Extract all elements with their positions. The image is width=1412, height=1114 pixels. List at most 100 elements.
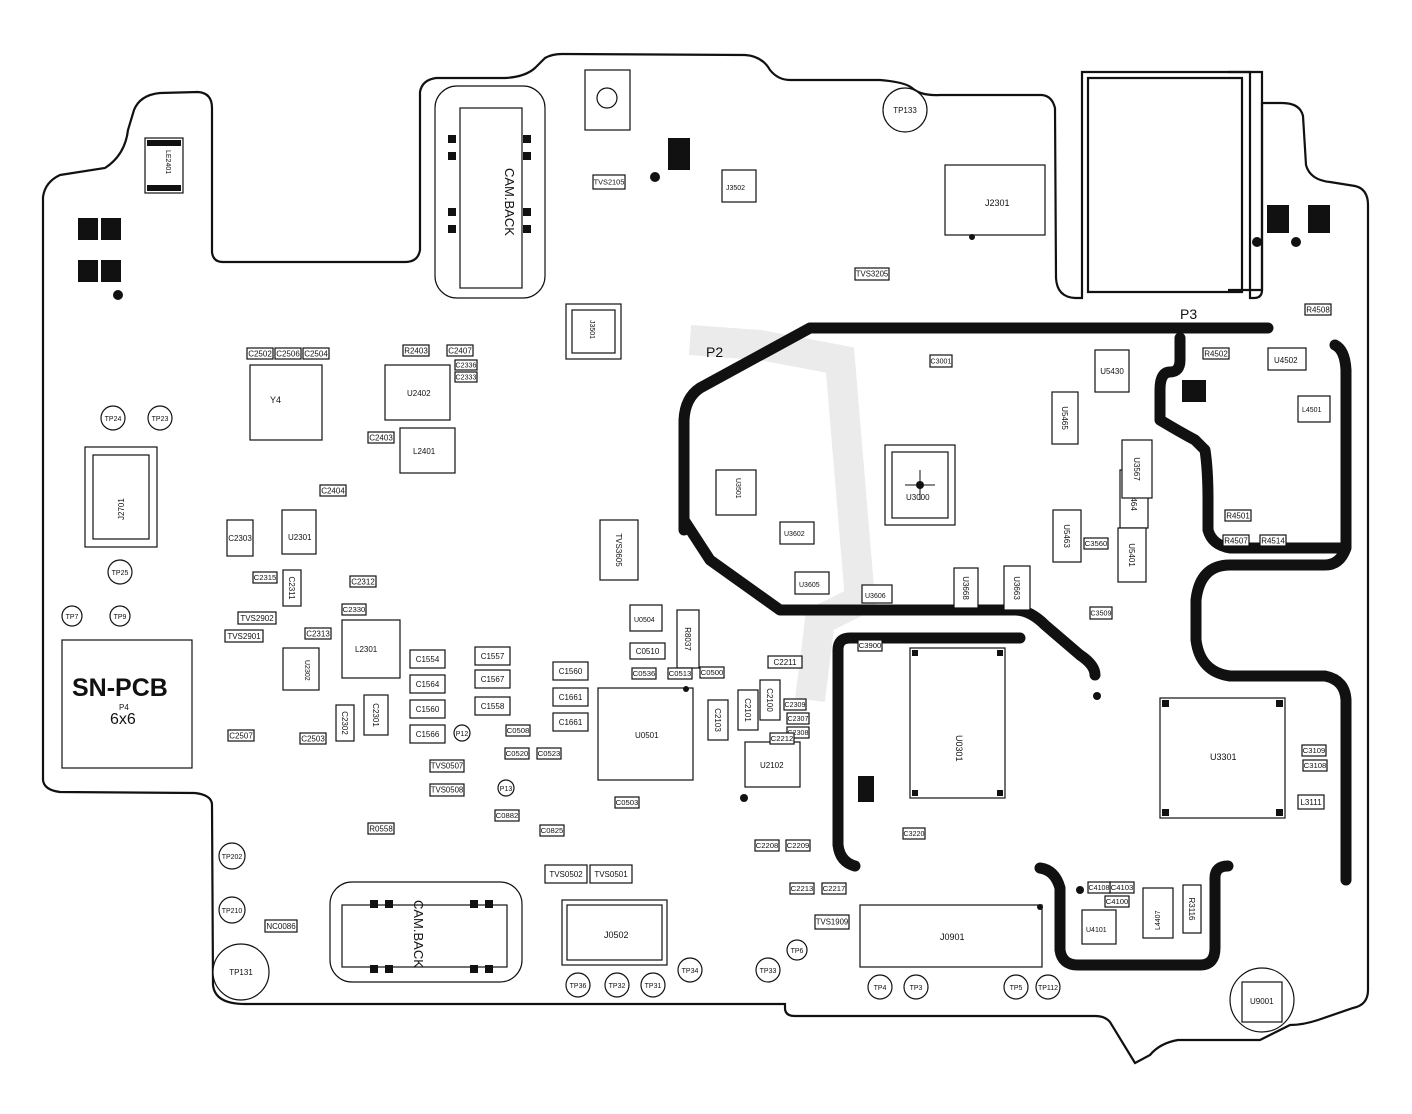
- connector-j0901-label: J0901: [940, 932, 965, 942]
- test-point-tp4: TP4: [867, 974, 893, 1000]
- ic-u0504: U0504: [629, 604, 663, 632]
- test-point-tp131: TP131: [212, 943, 270, 1001]
- ic-u2302-label: U2302: [303, 660, 310, 681]
- ic-u2102-label: U2102: [760, 761, 784, 770]
- component-tvs3605: TVS3605: [599, 519, 639, 581]
- ic-u2402-label: U2402: [407, 389, 431, 398]
- component-label: U5401: [1127, 543, 1136, 567]
- test-point-tp5: TP5: [1003, 974, 1029, 1000]
- component-label: C0508: [507, 726, 530, 735]
- connector-j0901: J0901: [859, 904, 1043, 968]
- component-label: C1557: [481, 652, 505, 661]
- component-c1567: C1567: [474, 669, 511, 689]
- component-label: TVS3605: [614, 533, 623, 567]
- small-black-parts: [78, 69, 1330, 802]
- ic-u3501-label: U3501: [734, 478, 741, 499]
- partition-p2-line: [678, 322, 1274, 681]
- test-point-label: P12: [456, 731, 469, 738]
- component-c2211: C2211: [767, 655, 803, 669]
- ic-u4101-label: U4101: [1086, 927, 1107, 934]
- component-label: C0882: [496, 811, 519, 820]
- component-c4100: C4100: [1104, 895, 1130, 908]
- component-label: C2333: [456, 373, 477, 381]
- component-label: C2507: [229, 731, 253, 740]
- component-l3111: L3111: [1297, 794, 1325, 810]
- component-label: C0510: [636, 647, 660, 656]
- test-point-tp32: TP32: [604, 972, 630, 998]
- component-label: C2303: [228, 534, 252, 543]
- component-label: C2212: [771, 734, 794, 743]
- ic-u0501-label: U0501: [635, 731, 659, 740]
- component-label: C3509: [1091, 609, 1112, 617]
- component-label: C2208: [756, 841, 779, 850]
- component-c0882: C0882: [494, 809, 520, 822]
- component-c0510: C0510: [629, 642, 666, 660]
- component-label: C0513: [669, 669, 692, 678]
- component-label: C2213: [791, 884, 814, 893]
- component-c2101: C2101: [737, 689, 759, 731]
- component-label: C2407: [448, 346, 472, 355]
- component-label: C1567: [481, 675, 505, 684]
- component-label: C2302: [340, 711, 349, 735]
- test-point-label: TP25: [112, 570, 129, 577]
- test-point-tp33: TP33: [755, 957, 781, 983]
- component-c0503: C0503: [614, 796, 640, 809]
- component-c0536: C0536: [631, 667, 657, 680]
- component-label: C1560: [416, 705, 440, 714]
- component-c1560a: C1560: [409, 699, 446, 719]
- component-u5401: U5401: [1117, 527, 1147, 583]
- test-point-label: TP7: [66, 614, 79, 621]
- test-point-tp24: TP24: [100, 405, 126, 431]
- component-tvs2105: TVS2105: [592, 174, 626, 190]
- component-c3560: C3560: [1083, 537, 1109, 550]
- component-r3116: R3116: [1182, 884, 1202, 934]
- component-c0523: C0523: [536, 747, 562, 760]
- partition-label-p3: P3: [1180, 306, 1197, 322]
- ic-u0301: U0301: [909, 647, 1006, 799]
- component-label: C3109: [1303, 746, 1326, 755]
- component-r2403: R2403: [402, 344, 430, 357]
- component-label: C2308: [788, 729, 809, 737]
- component-r4507: R4507: [1222, 534, 1250, 547]
- component-r8037: R8037: [676, 609, 700, 669]
- component-label: NC0086: [266, 922, 296, 931]
- component-c1661b: C1661: [552, 712, 589, 732]
- test-point-tp210: TP210: [218, 896, 246, 924]
- ic-u0501: U0501: [597, 686, 694, 781]
- slot-far-right: [1228, 70, 1264, 292]
- component-label: C2336: [456, 361, 477, 369]
- test-point-label: TP32: [609, 983, 626, 990]
- component-label: C3220: [904, 830, 925, 838]
- ic-y4: Y4: [249, 364, 323, 441]
- ic-u3605-label: U3605: [799, 582, 820, 589]
- component-c1554: C1554: [409, 649, 446, 669]
- component-label: C0523: [538, 749, 561, 758]
- component-label: C2307: [788, 715, 809, 723]
- ic-u9001: U9001: [1229, 967, 1295, 1033]
- component-c2313: C2313: [304, 627, 332, 640]
- component-c2303: C2303: [226, 519, 254, 557]
- connector-j2301-label: J2301: [985, 198, 1010, 208]
- component-label: C1661: [559, 693, 583, 702]
- component-label: U3668: [961, 576, 970, 600]
- component-label: C2313: [306, 629, 330, 638]
- component-label: C3560: [1085, 539, 1108, 548]
- component-u5430: U5430: [1094, 349, 1130, 393]
- ic-u2402: U2402: [384, 364, 451, 421]
- component-label: TVS2902: [240, 614, 274, 623]
- component-label: U3663: [1012, 576, 1021, 600]
- test-point-label: TP33: [760, 968, 777, 975]
- test-point-tp3: TP3: [903, 974, 929, 1000]
- test-point-label: TP9: [114, 614, 127, 621]
- component-c2330: C2330: [341, 603, 367, 616]
- component-label: C2502: [248, 349, 272, 358]
- ic-j3501-label: J3501: [588, 320, 595, 339]
- component-c2209: C2209: [785, 839, 811, 852]
- component-label: U5430: [1100, 367, 1124, 376]
- component-u3663: U3663: [1003, 565, 1031, 611]
- component-label: C4108: [1089, 884, 1110, 892]
- test-point-label: TP6: [791, 948, 804, 955]
- connector-j0502-label: J0502: [604, 930, 629, 940]
- test-point-p13: P13: [497, 779, 515, 797]
- component-label: C2217: [823, 884, 846, 893]
